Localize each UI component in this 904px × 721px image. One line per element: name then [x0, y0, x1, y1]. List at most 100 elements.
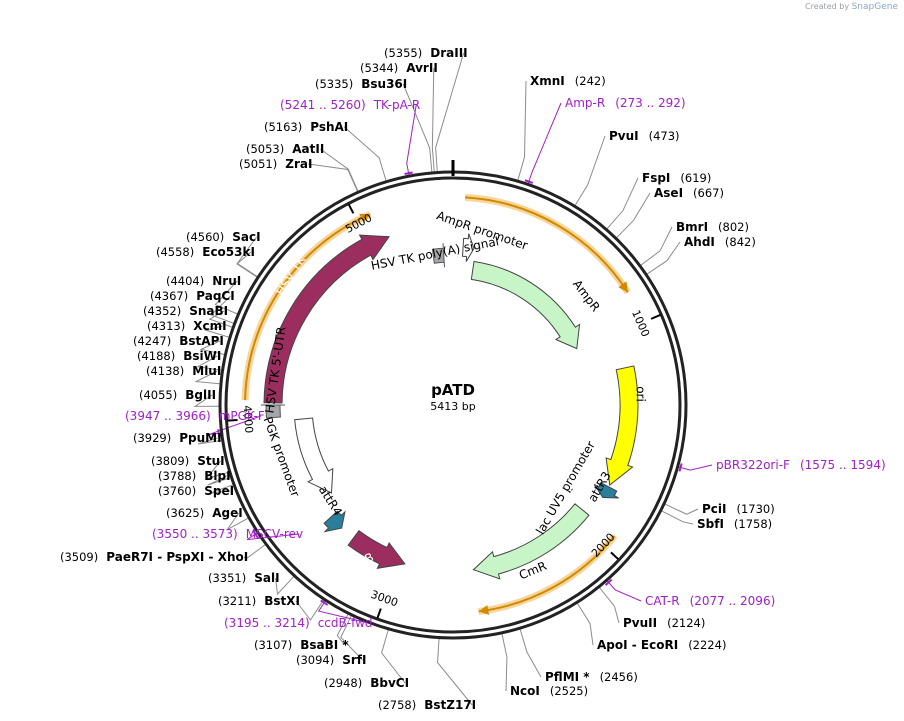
enzyme-xmni[interactable]: XmnI (242)	[530, 74, 606, 88]
site-name: AatII	[292, 142, 324, 156]
enzyme-stui[interactable]: (3809)StuI	[151, 454, 225, 468]
enzyme-agei[interactable]: (3625)AgeI	[166, 506, 243, 520]
feature-attr3[interactable]	[593, 481, 619, 499]
enzyme-bsu36i[interactable]: (5335)Bsu36I	[315, 77, 407, 91]
enzyme-bstz17i[interactable]: (2758)BstZ17I	[378, 698, 476, 712]
feature-ampr[interactable]	[470, 260, 581, 350]
primer-pbr322ori-f[interactable]: pBR322ori-F(1575 .. 1594)	[716, 458, 886, 472]
primer-amp-r[interactable]: Amp-R(273 .. 292)	[565, 96, 686, 110]
enzyme-bstxi[interactable]: (3211)BstXI	[218, 594, 300, 608]
site-name: SacI	[232, 230, 260, 244]
leader-line	[663, 503, 699, 515]
feature-hsv-tk-poly-a-signal[interactable]	[431, 243, 446, 268]
site-name: MSCV-rev	[246, 527, 303, 541]
site-name: SpeI	[204, 484, 234, 498]
enzyme-pflmi[interactable]: PflMI *(2456)	[545, 670, 638, 684]
site-position: (242)	[575, 74, 606, 88]
svg-text:(3760)SpeI: (3760)SpeI	[158, 484, 234, 498]
svg-text:(4138)MluI: (4138)MluI	[146, 364, 221, 378]
enzyme-pvuii[interactable]: PvuII(2124)	[623, 616, 705, 630]
site-position: (2077 .. 2096)	[690, 594, 776, 608]
feature-hsv-tk-5-utr[interactable]	[260, 404, 286, 419]
feature-pgk-promoter[interactable]	[294, 417, 334, 494]
leader-line	[435, 52, 465, 173]
svg-text:(5163)PshAI: (5163)PshAI	[264, 120, 348, 134]
leader-line	[343, 126, 387, 182]
site-name: ApoI - EcoRI	[597, 638, 678, 652]
site-position: (842)	[725, 235, 756, 249]
primer-mpgk-f[interactable]: (3947 .. 3966)mPGK-F	[125, 409, 265, 423]
primer-labels: (5241 .. 5260)TK-pA-R Amp-R(273 .. 292) (3…	[125, 96, 886, 630]
site-name: PvuII	[623, 616, 657, 630]
primer-ccdb-fwd[interactable]: (3195 .. 3214)ccdB-fwd	[224, 616, 373, 630]
primer-mscv-rev[interactable]: (3550 .. 3573)MSCV-rev	[152, 527, 303, 541]
enzyme-bsiwi[interactable]: (4188)BsiWI	[137, 349, 221, 363]
enzyme-apoi-ecori[interactable]: ApoI - EcoRI(2224)	[597, 638, 726, 652]
feature-ccdb[interactable]	[347, 529, 406, 569]
enzyme-bmri[interactable]: BmrI(802)	[676, 220, 749, 234]
feature-ori[interactable]	[605, 365, 639, 486]
enzyme-mlui[interactable]: (4138)MluI	[146, 364, 221, 378]
site-name: AgeI	[212, 506, 242, 520]
site-position: (3195 .. 3214)	[224, 616, 310, 630]
snapgene-credit: Created by SnapGene	[805, 2, 898, 12]
site-name: ZraI	[285, 157, 312, 171]
enzyme-blpi[interactable]: (3788)BlpI	[158, 469, 231, 483]
svg-text:pBR322ori-F(1575 .. 1594): pBR322ori-F(1575 .. 1594)	[716, 458, 886, 472]
enzyme-asei[interactable]: AseI(667)	[654, 186, 724, 200]
enzyme-pshai[interactable]: (5163)PshAI	[264, 120, 348, 134]
enzyme-pcii[interactable]: PciI(1730)	[702, 502, 775, 516]
enzyme-pvui[interactable]: PvuI(473)	[609, 129, 680, 143]
site-position: (4247)	[133, 334, 171, 348]
enzyme-aatii[interactable]: (5053)AatII	[246, 142, 324, 156]
site-name: Bsu36I	[361, 77, 407, 91]
feature-hsv-tk[interactable]	[263, 234, 390, 404]
enzyme-srfi[interactable]: (3094)SrfI	[296, 653, 367, 667]
enzyme-bsabi[interactable]: (3107)BsaBI *	[254, 638, 349, 652]
svg-text:PvuI(473): PvuI(473)	[609, 129, 680, 143]
site-name: XmnI	[530, 74, 565, 88]
enzyme-nrui[interactable]: (4404)NruI	[166, 274, 241, 288]
leader-line	[207, 475, 232, 486]
leader-line	[605, 177, 639, 230]
enzyme-fspi[interactable]: FspI(619)	[642, 171, 711, 185]
feature-lac-uv5-promoter[interactable]	[569, 488, 573, 494]
enzyme-sbfi[interactable]: SbfI(1758)	[697, 517, 772, 531]
enzyme-bstapi[interactable]: (4247)BstAPI	[133, 334, 224, 348]
site-name: StuI	[197, 454, 224, 468]
scale-tick-label: 5000	[343, 211, 374, 235]
enzyme-ahdi[interactable]: AhdI(842)	[684, 235, 756, 249]
leader-line	[336, 613, 349, 646]
enzyme-saci[interactable]: (4560)SacI	[186, 230, 261, 244]
enzyme-bglii[interactable]: (4055)BglII	[139, 388, 216, 402]
site-position: (3094)	[296, 653, 334, 667]
leader-line	[193, 394, 221, 407]
enzyme-spei[interactable]: (3760)SpeI	[158, 484, 234, 498]
enzyme-eco53ki[interactable]: (4558)Eco53kI	[156, 245, 255, 259]
enzyme-bbvci[interactable]: (2948)BbvCI	[324, 676, 409, 690]
enzyme-ppumi[interactable]: (3929)PpuMI	[133, 431, 222, 445]
primer-tk-pa-r[interactable]: (5241 .. 5260)TK-pA-R	[280, 98, 420, 112]
site-name: TK-pA-R	[373, 98, 421, 112]
feature-ampr-promoter[interactable]	[461, 233, 475, 262]
enzyme-avrii[interactable]: (5344)AvrII	[360, 61, 438, 75]
enzyme-zrai[interactable]: (5051)ZraI	[239, 157, 312, 171]
leader-line	[275, 575, 295, 596]
leader-line	[406, 104, 417, 177]
feature-cmr[interactable]	[472, 503, 590, 580]
site-position: (3351)	[208, 571, 246, 585]
plasmid-name: pATD	[431, 381, 475, 399]
enzyme-draiii[interactable]: (5355)DraIII	[384, 46, 468, 60]
enzyme-paer7i-pspxi-xhoi[interactable]: (3509)PaeR7I - PspXI - XhoI	[60, 550, 248, 564]
leader-line	[196, 355, 223, 371]
enzyme-ncoi[interactable]: NcoI(2525)	[510, 684, 588, 698]
leader-line	[645, 241, 681, 276]
enzyme-paqci[interactable]: (4367)PaqCI	[150, 289, 235, 303]
site-position: (1758)	[734, 517, 772, 531]
primer-cat-r[interactable]: CAT-R(2077 .. 2096)	[645, 594, 775, 608]
feature-attr4[interactable]	[323, 510, 346, 533]
enzyme-sali[interactable]: (3351)SalI	[208, 571, 280, 585]
enzyme-snabi[interactable]: (4352)SnaBI	[143, 304, 228, 318]
enzyme-xcmi[interactable]: (4313)XcmI	[147, 319, 227, 333]
